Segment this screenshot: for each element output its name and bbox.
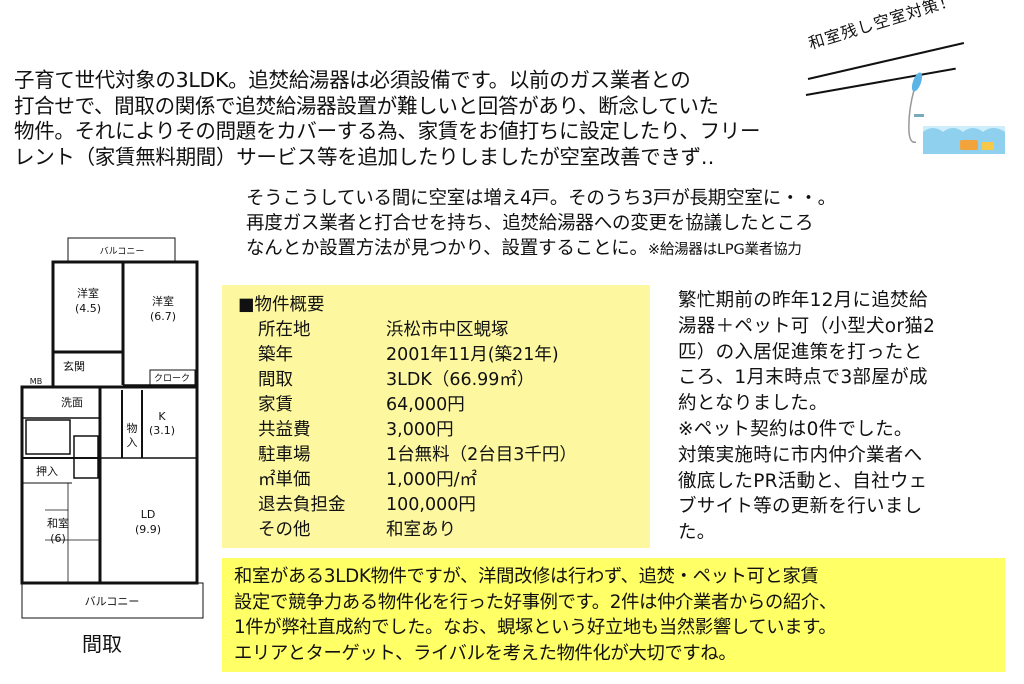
progress-paragraph: そうこうしている間に空室は増え4戸。そのうち3戸が長期空室に・・。 再度ガス業者… bbox=[246, 186, 836, 263]
row-key: 所在地 bbox=[258, 320, 311, 340]
result-line: ブサイト等の更新を行いまし bbox=[678, 496, 923, 518]
overview-row: 駐車場 1台無料（2台目3千円） bbox=[258, 441, 577, 466]
result-line: 対策実施時に市内仲介業者へ bbox=[678, 444, 923, 466]
overview-row: ㎡単価 1,000円/㎡ bbox=[258, 466, 477, 491]
row-key: 間取 bbox=[258, 370, 293, 390]
progress-line: なんとか設置方法が見つかり、設置することに。 bbox=[246, 238, 648, 259]
room-entrance: 玄関 bbox=[63, 359, 85, 373]
room-washitsu: 和室 bbox=[47, 516, 69, 530]
row-key: 駐車場 bbox=[258, 445, 311, 465]
overview-row: 所在地 浜松市中区蜆塚 bbox=[258, 316, 509, 341]
room-oshiire: 押入 bbox=[36, 464, 58, 478]
summary-line: 1件が弊社直成約でした。なお、蜆塚という好立地も当然影響しています。 bbox=[234, 617, 837, 638]
overview-row: 間取 3LDK（66.99㎡） bbox=[258, 366, 534, 391]
floor-plan: バルコニー 洋室 (4.5) 洋室 (6.7) 玄関 クローク MB 洗面 K … bbox=[20, 237, 204, 619]
result-line: 匹）の入居促進策を打ったと bbox=[678, 341, 923, 363]
room-western-1-size: (4.5) bbox=[75, 302, 101, 315]
room-washitsu-size: (6) bbox=[50, 532, 66, 545]
summary-line: エリアとターゲット、ライバルを考えた物件化が大切ですね。 bbox=[234, 642, 737, 664]
row-value: 3,000円 bbox=[386, 420, 454, 440]
row-key: ㎡単価 bbox=[258, 470, 311, 490]
row-value: 1台無料（2台目3千円） bbox=[386, 445, 577, 465]
intro-line: 物件。それによりその問題をカバーする為、家賃をお値打ちに設定したり、フリー bbox=[14, 119, 761, 143]
shower-bathtub-icon bbox=[908, 72, 1005, 154]
room-kitchen-size: (3.1) bbox=[149, 424, 175, 437]
result-line: 繁忙期前の昨年12月に追焚給 bbox=[678, 290, 928, 311]
row-value: 1,000円/㎡ bbox=[386, 470, 477, 490]
intro-line: 打合せで、間取の関係で追焚給湯器設置が難しいと回答があり、断念していた bbox=[14, 93, 719, 118]
room-mb: MB bbox=[30, 377, 42, 386]
balcony-top-label: バルコニー bbox=[100, 246, 145, 257]
overview-title: ■物件概要 bbox=[238, 295, 325, 315]
progress-line: そうこうしている間に空室は増え4戸。そのうち3戸が長期空室に・・。 bbox=[246, 188, 836, 209]
summary-line: 和室がある3LDK物件ですが、洋間改修は行わず、追焚・ペット可と家賃 bbox=[234, 566, 819, 587]
balcony-bottom-label: バルコニー bbox=[85, 595, 140, 608]
overview-row: 家賃 64,000円 bbox=[258, 391, 465, 416]
result-paragraph: 繁忙期前の昨年12月に追焚給 湯器＋ペット可（小型犬or猫2 匹）の入居促進策を… bbox=[678, 288, 935, 546]
result-line: た。 bbox=[678, 522, 716, 544]
room-storage: 物 bbox=[127, 421, 138, 435]
intro-line: 子育て世代対象の3LDK。追焚給湯器は必須設備です。以前のガス業者との bbox=[14, 68, 691, 92]
room-closet: クローク bbox=[154, 373, 190, 384]
result-line: 湯器＋ペット可（小型犬or猫2 bbox=[678, 315, 936, 337]
intro-paragraph: 子育て世代対象の3LDK。追焚給湯器は必須設備です。以前のガス業者との 打合せで… bbox=[14, 68, 760, 170]
summary-line: 設定で競争力ある物件化を行った好事例です。2件は仲介業者からの紹介、 bbox=[234, 591, 837, 613]
row-value: 2001年11月(築21年) bbox=[386, 345, 559, 365]
supplier-note: ※給湯器はLPG業者協力 bbox=[647, 242, 802, 258]
overview-row: 築年 2001年11月(築21年) bbox=[258, 341, 559, 366]
summary-box: 和室がある3LDK物件ですが、洋間改修は行わず、追焚・ペット可と家賃 設定で競争… bbox=[222, 558, 1005, 672]
result-line: 約となりました。 bbox=[678, 393, 828, 415]
row-value: 3LDK（66.99㎡） bbox=[386, 370, 535, 390]
result-line: ころ、1月末時点で3部屋が成 bbox=[678, 367, 928, 389]
intro-line: レント（家賃無料期間）サービス等を追加したりしましたが空室改善できず‥ bbox=[14, 144, 715, 169]
result-line: 徹底したPR活動と、自社ウェ bbox=[678, 470, 928, 492]
row-key: 築年 bbox=[258, 345, 293, 365]
room-storage: 入 bbox=[127, 436, 138, 449]
row-value: 64,000円 bbox=[386, 395, 465, 415]
overview-row: 共益費 3,000円 bbox=[258, 416, 454, 441]
room-western-2: 洋室 bbox=[152, 294, 174, 308]
row-value: 和室あり bbox=[386, 520, 456, 540]
overview-row: その他 和室あり bbox=[258, 516, 456, 541]
overview-row: 退去負担金 100,000円 bbox=[258, 491, 476, 516]
result-line: ※ペット契約は0件でした。 bbox=[678, 418, 913, 440]
row-value: 100,000円 bbox=[386, 495, 476, 515]
room-western-2-size: (6.7) bbox=[150, 310, 176, 323]
room-washroom: 洗面 bbox=[61, 396, 83, 409]
row-key: その他 bbox=[258, 520, 311, 540]
row-key: 家賃 bbox=[258, 395, 293, 415]
floor-plan-caption: 間取 bbox=[82, 632, 122, 656]
room-western-1: 洋室 bbox=[77, 286, 99, 300]
room-kitchen: K bbox=[158, 410, 166, 423]
row-key: 退去負担金 bbox=[258, 495, 346, 515]
progress-line: 再度ガス業者と打合せを持ち、追焚給湯器への変更を協議したところ bbox=[246, 213, 814, 234]
property-overview: ■物件概要 所在地 浜松市中区蜆塚 築年 2001年11月(築21年) 間取 3LDK… bbox=[222, 285, 650, 548]
room-ld: LD bbox=[141, 508, 156, 521]
room-ld-size: (9.9) bbox=[135, 523, 161, 536]
row-value: 浜松市中区蜆塚 bbox=[386, 320, 509, 340]
headline: 和室残し空室対策！ bbox=[806, 0, 959, 54]
row-key: 共益費 bbox=[258, 420, 311, 440]
